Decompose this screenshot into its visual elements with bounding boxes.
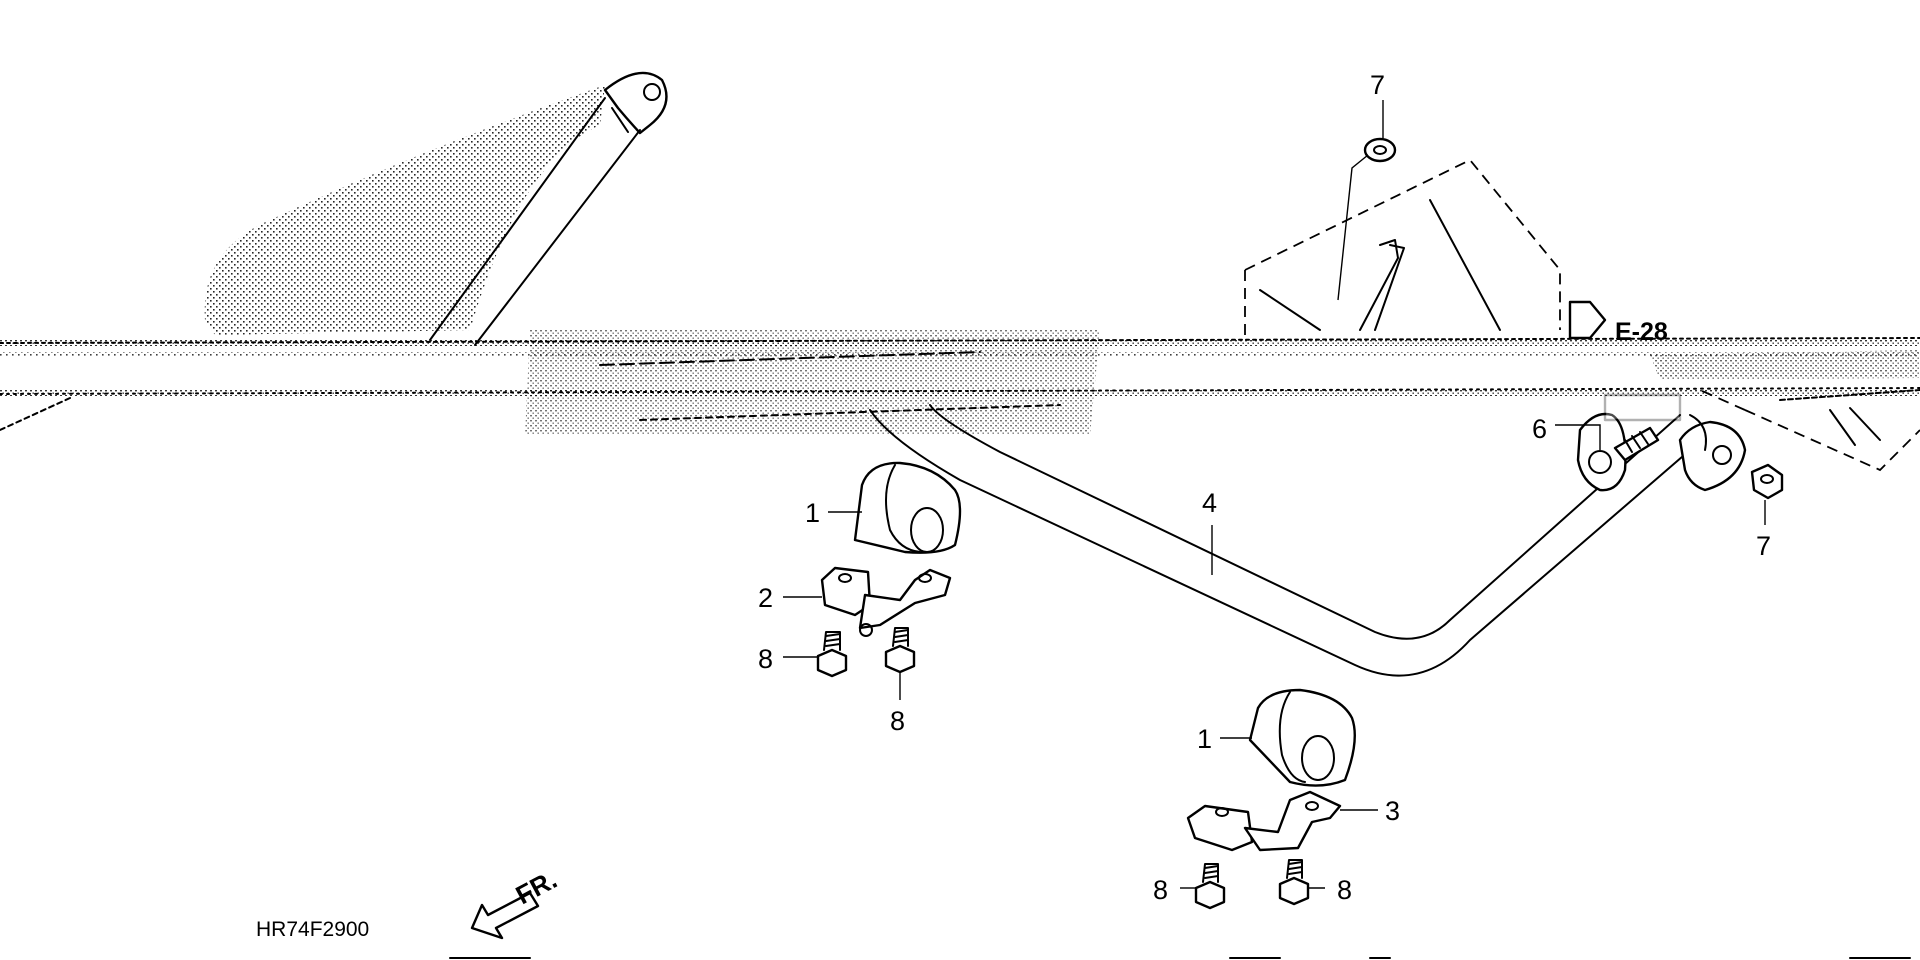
nut-right [1750, 463, 1784, 500]
background-shading [204, 85, 1920, 435]
callouts: 7 7 6 4 1 2 8 8 1 3 8 8 [758, 70, 1771, 905]
callout-bolt-left-b: 8 [890, 706, 905, 736]
holder-right [1186, 790, 1342, 852]
callout-holder-left: 2 [758, 583, 773, 613]
stabilizer-bar [869, 404, 1747, 677]
callout-link-bolt: 6 [1532, 414, 1547, 444]
callout-nut-top: 7 [1370, 70, 1385, 100]
bolt-left-b [884, 627, 916, 674]
reference-label: E-28 [1615, 318, 1668, 346]
callout-bolt-right-b: 8 [1337, 875, 1352, 905]
callout-holder-right: 3 [1385, 796, 1400, 826]
callout-nut-right: 7 [1756, 531, 1771, 561]
bolt-left-a [816, 631, 848, 678]
bushing-right [1248, 688, 1356, 787]
callout-bolt-left-a: 8 [758, 644, 773, 674]
callout-stabilizer-bar: 4 [1202, 488, 1217, 518]
front-direction-indicator: FR. [470, 864, 562, 940]
bushing-left [853, 461, 962, 554]
frame-arm [429, 71, 668, 346]
frame-band [0, 337, 1920, 431]
callout-bolt-right-a: 8 [1153, 875, 1168, 905]
diagram-code: HR74F2900 [256, 918, 369, 941]
holder-left [820, 566, 952, 637]
bolt-right-a [1194, 863, 1226, 910]
nut-top [1363, 137, 1397, 163]
bolt-right-b [1278, 859, 1310, 906]
callout-bushing-right: 1 [1197, 724, 1212, 754]
callout-bushing-left: 1 [805, 498, 820, 528]
end-link [1576, 393, 1682, 492]
reference-region: E-28 [1244, 158, 1920, 472]
leader-lines [783, 100, 1766, 889]
